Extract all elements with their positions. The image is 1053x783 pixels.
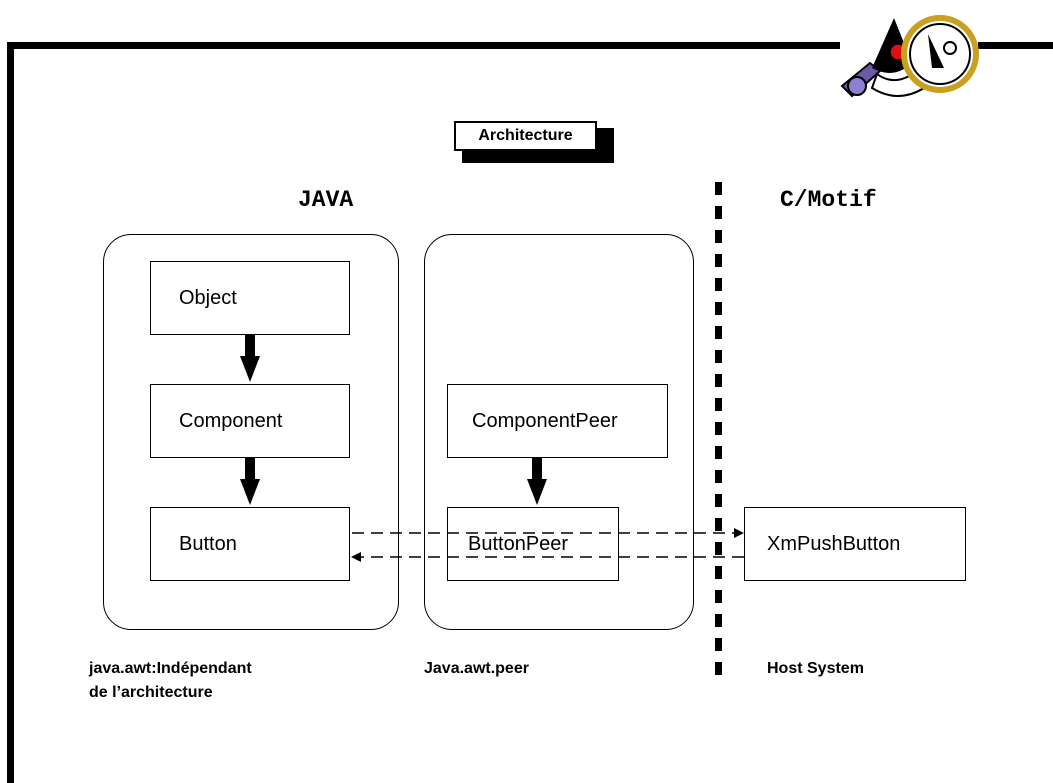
awt-package-caption: java.awt:Indépendant de l’architecture [89,657,359,705]
awt-caption-line1: java.awt:Indépendant [89,660,252,677]
button-class-label: Button [179,532,237,555]
componentpeer-class-box: ComponentPeer [447,384,668,458]
object-class-label: Object [179,286,237,309]
frame-top-border [7,42,840,49]
componentpeer-class-label: ComponentPeer [472,409,618,432]
awt-package-panel [103,234,399,630]
peer-package-caption: Java.awt.peer [424,660,529,677]
heading-java: JAVA [298,187,354,213]
java-native-divider [715,182,722,680]
diagram-title: Architecture [454,121,597,151]
component-class-label: Component [179,409,283,432]
xmpushbutton-label: XmPushButton [767,532,901,555]
awt-caption-line2: de l’architecture [89,684,213,701]
buttonpeer-class-box: ButtonPeer [447,507,619,581]
peer-package-panel [424,234,694,630]
button-class-box: Button [150,507,350,581]
host-system-caption: Host System [767,660,864,677]
heading-native: C/Motif [780,187,877,213]
component-class-box: Component [150,384,350,458]
xmpushbutton-box: XmPushButton [744,507,966,581]
buttonpeer-class-label: ButtonPeer [468,532,569,555]
duke-magnifier-icon [840,15,979,98]
object-class-box: Object [150,261,350,335]
frame-top-border-right [978,42,1053,49]
frame-left-border [7,42,14,783]
